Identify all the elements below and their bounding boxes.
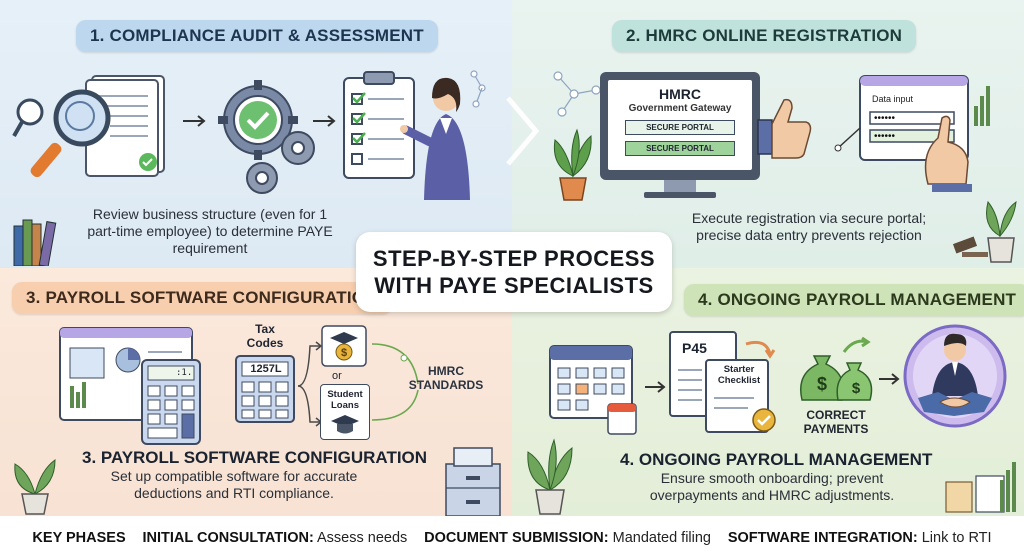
arrow-right-icon (879, 373, 900, 385)
footer-phase-label: INITIAL CONSULTATION: (142, 529, 314, 546)
form-label: Data input (872, 94, 914, 104)
step3-panel: 3. PAYROLL SOFTWARE CONFIGURATION :1. Ta… (0, 268, 512, 516)
secure-portal-button[interactable]: SECURE PORTAL (625, 141, 735, 156)
potted-plant-icon (14, 459, 56, 515)
secure-portal-button[interactable]: SECURE PORTAL (625, 120, 735, 135)
tax-codes-label: Tax Codes (246, 322, 284, 350)
step1-desc-line: Review business structure (even for 1 (92, 206, 328, 222)
step2-title: 2. HMRC ONLINE REGISTRATION (612, 20, 917, 52)
gears-check-icon (218, 80, 315, 194)
student-loans-label: Student Loans (327, 389, 363, 411)
tax-code-value: 1257L (250, 363, 282, 375)
footer-phase-item: SOFTWARE INTEGRATION: Link to RTI (728, 530, 992, 546)
starter-checklist-label: Starter Checklist (717, 364, 761, 386)
potted-plant-icon (527, 438, 573, 515)
step3-desc-line: deductions and RTI compliance. (134, 485, 334, 501)
step3-subtitle: 3. PAYROLL SOFTWARE CONFIGURATION (82, 448, 428, 467)
step4-subtitle: 4. ONGOING PAYROLL MANAGEMENT (620, 450, 933, 469)
step1-desc-line: part-time employee) to determine PAYE (87, 223, 333, 239)
center-title-card: STEP-BY-STEP PROCESS WITH PAYE SPECIALIS… (356, 232, 672, 312)
tax-code-calculator-icon (235, 355, 295, 423)
arrow-right-icon (645, 381, 666, 393)
small-magnifier-icon (12, 98, 44, 137)
step4-panel: 4. ONGOING PAYROLL MANAGEMENT P45 Starte… (512, 268, 1024, 516)
footer-phase-text: Assess needs (317, 529, 408, 546)
arrow-right-icon (183, 115, 206, 127)
step4-title: 4. ONGOING PAYROLL MANAGEMENT (684, 284, 1024, 316)
file-stack-chart-icon (945, 462, 1016, 513)
student-loans-card: Student Loans (320, 384, 370, 440)
step1-panel: 1. COMPLIANCE AUDIT & ASSESSMENT (0, 0, 512, 268)
calculator-icon (141, 359, 201, 445)
center-title-line: WITH PAYE SPECIALISTS (374, 273, 654, 298)
grad-cap-coin-icon: $ (321, 325, 367, 367)
monitor-title: HMRC (659, 86, 701, 102)
step4-desc-line: overpayments and HMRC adjustments. (649, 487, 895, 503)
calendar-icon (549, 345, 637, 435)
svg-text:$: $ (817, 374, 827, 394)
step4-description: Ensure smooth onboarding; prevent overpa… (622, 470, 922, 504)
documents-p45-checklist-icon (669, 331, 776, 433)
key-phases-label: KEY PHASES (32, 529, 126, 546)
correct-payments-label: CORRECT PAYMENTS (803, 408, 869, 436)
books-icon (13, 219, 57, 266)
step2-desc-line: precise data entry prevents rejection (696, 227, 922, 243)
thumbs-up-icon (757, 98, 812, 159)
svg-text:$: $ (852, 380, 861, 397)
monitor-subtitle: Government Gateway (628, 103, 732, 114)
potted-plant-icon (553, 128, 592, 201)
printer-cabinet-icon (445, 447, 501, 516)
footer-phase-label: DOCUMENT SUBMISSION: (424, 529, 609, 546)
plant-gavel-icon (952, 200, 1017, 263)
arrow-right-icon (313, 115, 336, 127)
step3-title: 3. PAYROLL SOFTWARE CONFIGURATION (12, 282, 392, 314)
step2-description: Execute registration via secure portal; … (664, 210, 954, 244)
network-nodes-icon (553, 71, 601, 117)
monitor-screen: HMRC Government Gateway SECURE PORTAL SE… (608, 86, 752, 156)
data-form-hand-icon (834, 75, 990, 192)
p45-label: P45 (682, 340, 707, 356)
money-bags-icon: $ $ (800, 336, 873, 401)
document-magnifier-icon (30, 75, 165, 178)
step1-title: 1. COMPLIANCE AUDIT & ASSESSMENT (76, 20, 438, 52)
key-phases-footer: KEY PHASES INITIAL CONSULTATION: Assess … (0, 516, 1024, 559)
password-field[interactable]: •••••• (874, 113, 896, 124)
svg-text:$: $ (341, 347, 347, 359)
step2-panel: 2. HMRC ONLINE REGISTRATION HMRC Governm… (512, 0, 1024, 268)
footer-phase-item: DOCUMENT SUBMISSION: Mandated filing (424, 530, 711, 546)
center-title-line: STEP-BY-STEP PROCESS (372, 246, 656, 271)
step1-desc-line: requirement (172, 240, 248, 256)
converging-arrows-icon (371, 343, 419, 421)
step3-desc-line: Set up compatible software for accurate (110, 468, 358, 484)
footer-phase-text: Link to RTI (921, 529, 992, 546)
step3-description: Set up compatible software for accurate … (74, 468, 394, 502)
footer-phase-item: INITIAL CONSULTATION: Assess needs (142, 530, 407, 546)
step4-desc-line: Ensure smooth onboarding; prevent (660, 470, 884, 486)
step2-desc-line: Execute registration via secure portal; (691, 210, 927, 226)
footer-phase-label: SOFTWARE INTEGRATION: (727, 529, 918, 546)
grad-cap-icon (331, 415, 359, 434)
chevron-right-icon (506, 96, 540, 166)
clipboard-checklist-person-icon (343, 70, 486, 200)
calculator-display: :1. (176, 368, 193, 378)
branch-arrows-icon (297, 341, 323, 427)
or-label: or (332, 370, 342, 382)
password-field[interactable]: •••••• (874, 131, 896, 142)
handshake-manager-icon (903, 324, 1007, 428)
step1-description: Review business structure (even for 1 pa… (60, 206, 360, 257)
hmrc-standards-label: HMRC STANDARDS (408, 364, 484, 392)
footer-phase-text: Mandated filing (612, 529, 711, 546)
